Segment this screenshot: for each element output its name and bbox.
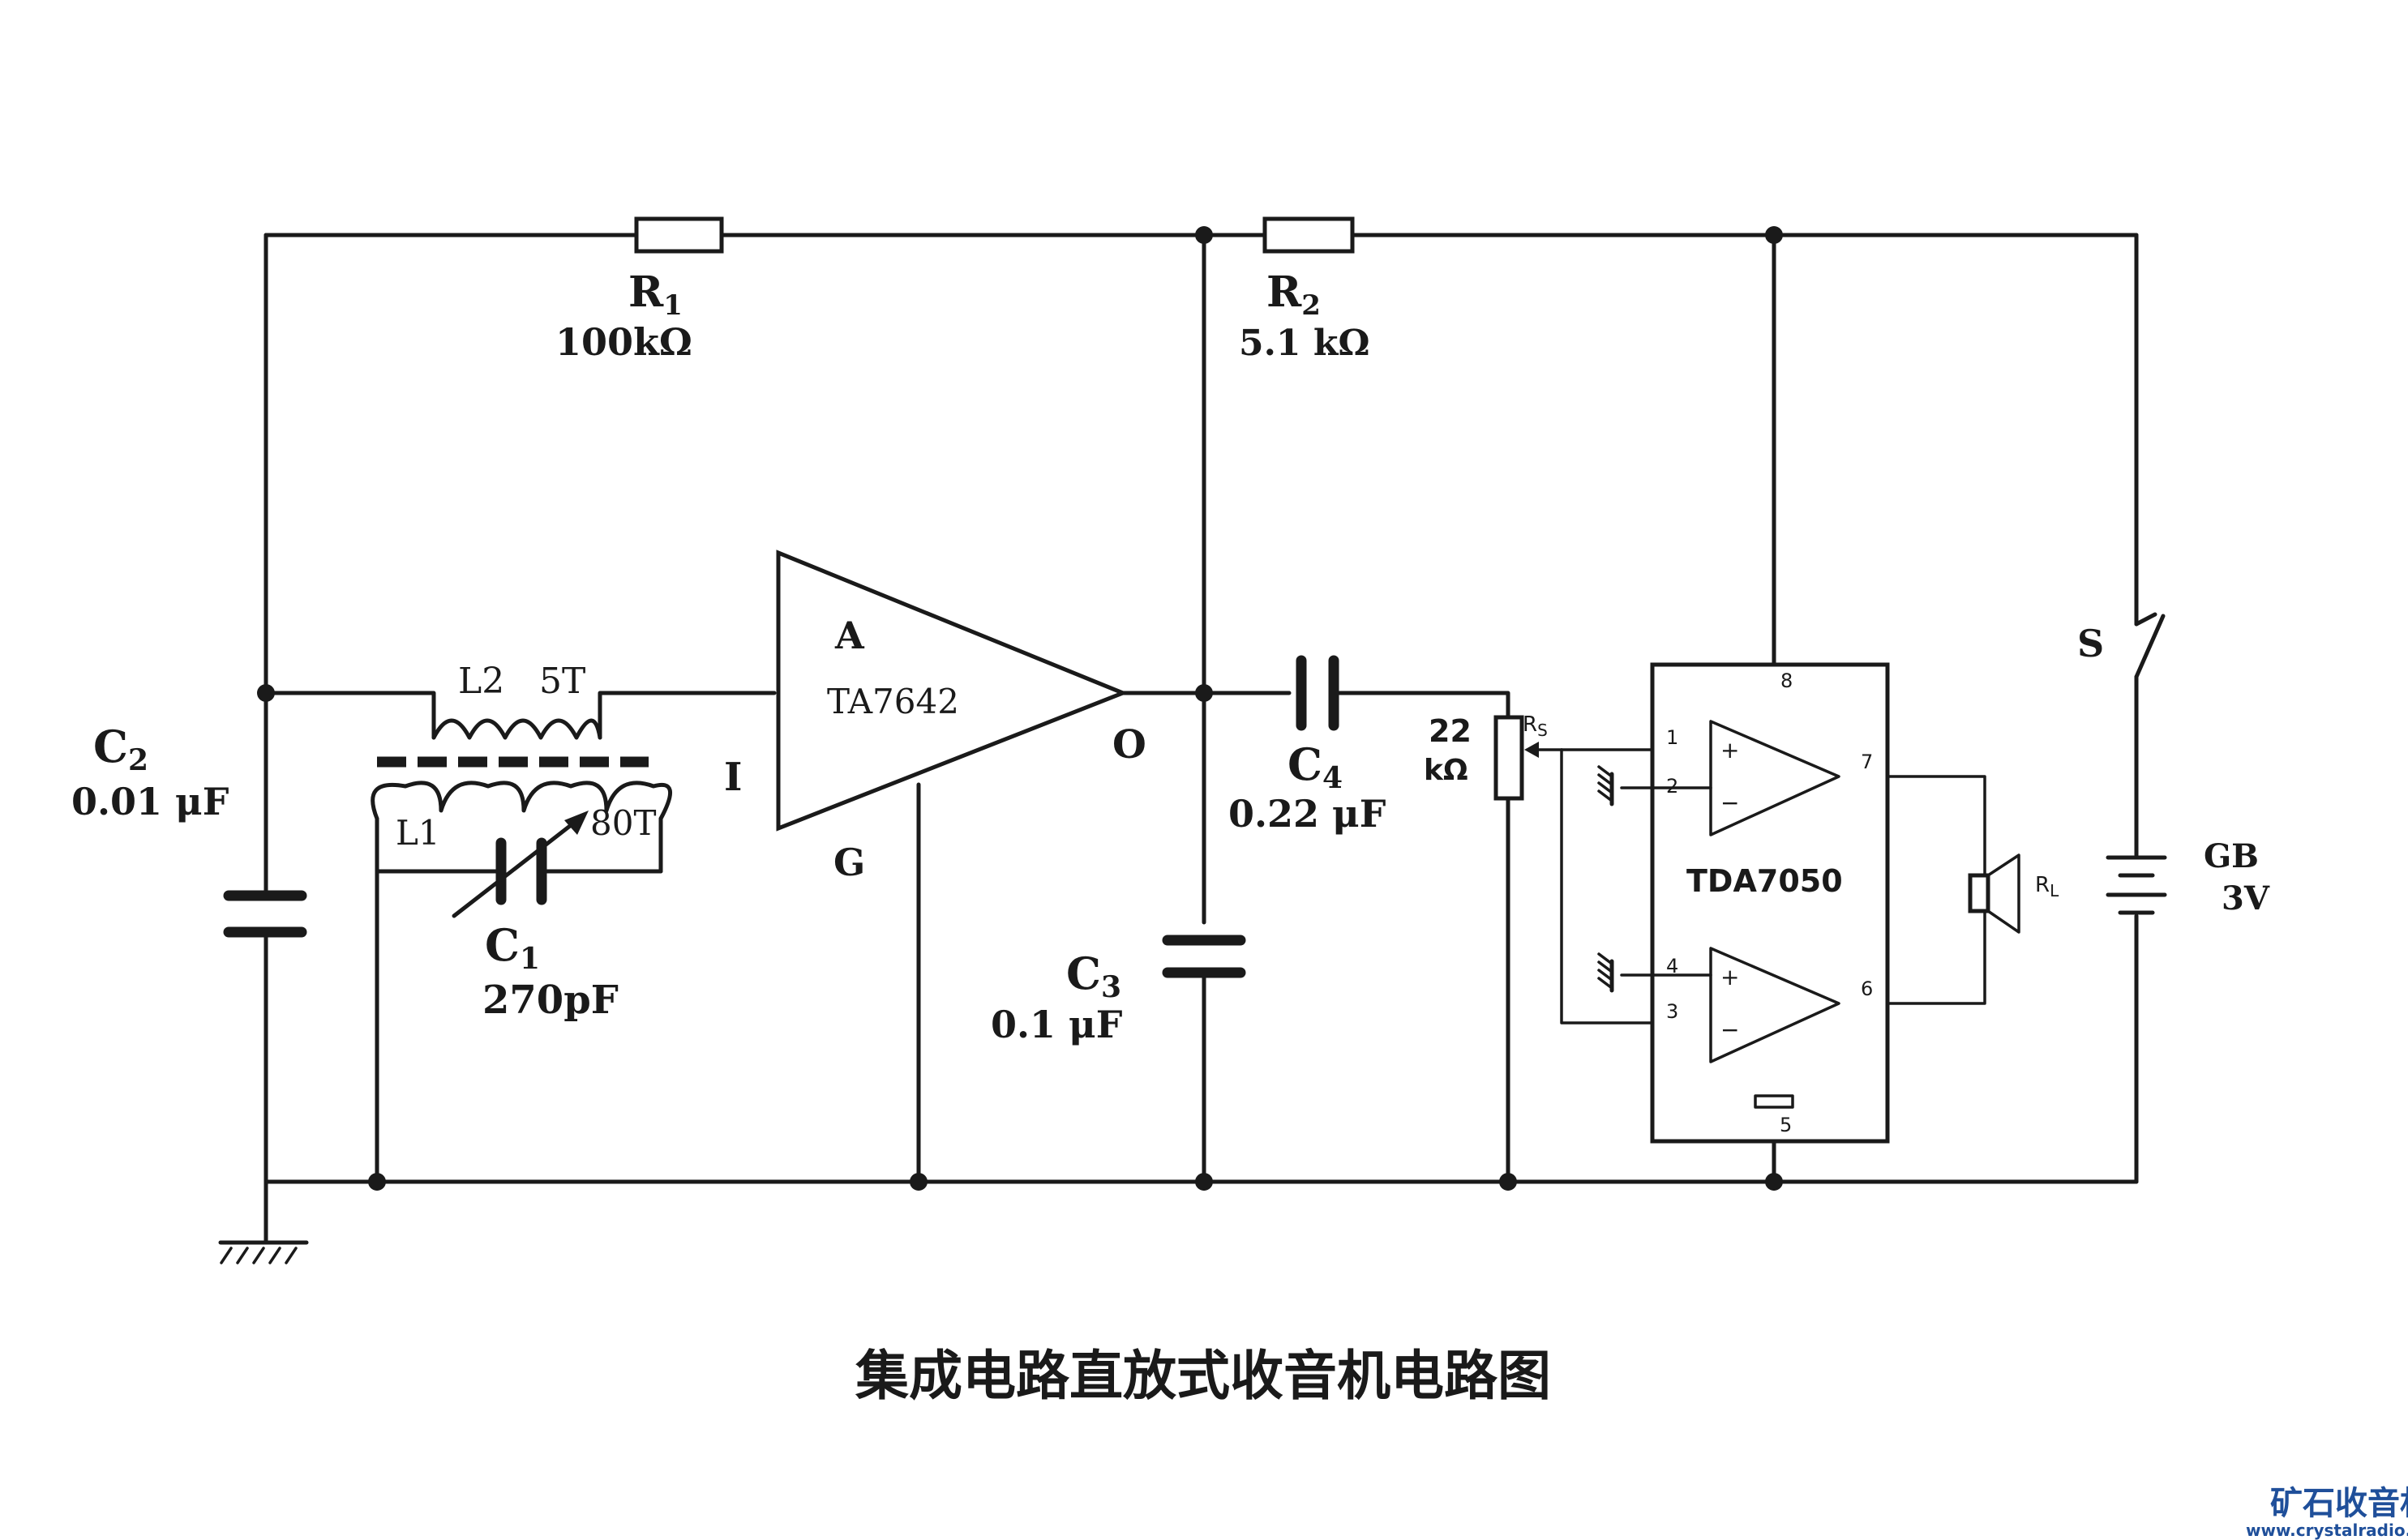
junction-dot (257, 684, 275, 702)
ground-icon (1597, 765, 1613, 802)
ground-symbol-main (218, 1240, 309, 1264)
capacitor-c3: C3 0.1 μF (991, 935, 1246, 1046)
junction-dot (1765, 1173, 1783, 1191)
ic-tda7050: TDA7050 + − + − 1 2 3 4 5 6 7 8 (1620, 662, 1890, 1144)
watermark-cn: 矿石收音机 (2270, 1485, 2408, 1522)
ground-icon (220, 1247, 298, 1264)
r2-value-label: 5.1 kΩ (1239, 323, 1370, 364)
opamp-plus-sign: + (1720, 964, 1739, 990)
pin-number-6: 6 (1861, 977, 1873, 1000)
ta7642-output-label: O (1112, 722, 1146, 768)
ta7642-amp-label: A (834, 614, 865, 657)
junction-dot (910, 1173, 928, 1191)
potentiometer-rs-body (1493, 715, 1524, 801)
resistor-r2-body (1262, 216, 1355, 254)
c4-ref-label: C4 (1288, 738, 1343, 795)
battery-ref-label: GB (2204, 837, 2259, 875)
l1-ref-label: L1 (396, 813, 440, 853)
inductor-l2: L2 5T (431, 661, 602, 740)
rs-value-num: 22 (1429, 713, 1472, 749)
ta7642-name-label: TA7642 (827, 682, 959, 721)
tda7050-opamp-lower (1709, 947, 1840, 1063)
capacitor-c4: C4 0.22 μF (1228, 655, 1386, 836)
pin-number-7: 7 (1861, 751, 1873, 773)
rs-value-unit: kΩ (1424, 754, 1468, 787)
opamp-minus-sign: − (1720, 789, 1739, 816)
junction-dot (1499, 1173, 1517, 1191)
pin-number-1: 1 (1666, 726, 1678, 749)
junction-dot (1195, 1173, 1213, 1191)
variable-arrow-icon (452, 818, 580, 918)
c1-value-label: 270pF (482, 977, 619, 1023)
l2-ref-label: L2 (458, 661, 504, 702)
ta7642-ground-label: G (833, 841, 865, 884)
ta7642-triangle (776, 550, 1129, 832)
watermark: 矿石收音机 www.crystalradio.cn (2246, 1485, 2408, 1540)
pin5-tab (1754, 1094, 1794, 1109)
diagram-caption: 集成电路直放式收音机电路图 (855, 1345, 1551, 1407)
c4-to-rs-wire (1337, 691, 1510, 720)
pin-number-3: 3 (1666, 1000, 1678, 1023)
switch-s: S (2077, 612, 2166, 679)
switch-lever (2134, 614, 2166, 679)
opamp-plus-sign: + (1720, 737, 1739, 764)
pin-number-2: 2 (1666, 775, 1678, 798)
r1-value-label: 100kΩ (555, 320, 692, 364)
r2-ref-label: R2 (1266, 267, 1321, 322)
potentiometer-rs: RS 22 kΩ (1424, 712, 1563, 801)
junction-dot (1195, 684, 1213, 702)
resistor-r2: R2 5.1 kΩ (1239, 216, 1370, 364)
ground-symbol-pin2 (1597, 765, 1614, 806)
inductor-l1-coil (371, 781, 673, 821)
junction-dot (1195, 226, 1213, 244)
ground-icon (1597, 952, 1613, 990)
junctions (257, 226, 1783, 1191)
l2-out-wire (598, 691, 777, 740)
wiper-arrowhead-icon (1524, 742, 1539, 758)
c2-ref-label: C2 (93, 721, 148, 777)
watermark-url: www.crystalradio.cn (2246, 1521, 2408, 1540)
c4-value-label: 0.22 μF (1228, 792, 1386, 836)
junction-dot (368, 1173, 386, 1191)
l2-turns-label: 5T (539, 661, 585, 702)
l1-turns-label: 80T (590, 803, 656, 843)
ground-symbol-pin4 (1597, 952, 1614, 993)
ic-ta7642: A TA7642 I G O (724, 550, 1146, 884)
c3-ref-label: C3 (1066, 948, 1121, 1004)
switch-ref-label: S (2077, 622, 2104, 665)
rl-ref-label: RL (2035, 873, 2059, 900)
switch-contact (2134, 612, 2157, 627)
r1-ref-label: R1 (628, 267, 683, 322)
resistor-r1-body (634, 216, 724, 254)
c1-ref-label: C1 (485, 919, 540, 976)
pin-number-4: 4 (1666, 955, 1678, 977)
tda7050-name-label: TDA7050 (1686, 863, 1843, 899)
c3-value-label: 0.1 μF (991, 1003, 1123, 1046)
battery-gb: GB 3V (2106, 837, 2270, 918)
rs-ref-label: RS (1523, 712, 1548, 740)
c2-value-label: 0.01 μF (71, 780, 229, 823)
pin-number-5: 5 (1780, 1114, 1792, 1136)
speaker-icon (1986, 853, 2020, 934)
inductor-l2-coil (431, 718, 602, 740)
capacitor-c2: C2 0.01 μF (71, 721, 307, 938)
tda7050-opamp-upper (1709, 720, 1840, 836)
inductor-l1: L1 80T (371, 781, 673, 853)
battery-value-label: 3V (2222, 879, 2270, 918)
resistor-r1: R1 100kΩ (555, 216, 724, 364)
variable-capacitor-c1: C1 270pF (452, 811, 619, 1023)
variable-arrowhead-icon (564, 811, 589, 835)
speaker-magnet (1968, 873, 1990, 913)
junction-dot (1765, 226, 1783, 244)
speaker-rl: RL (1968, 853, 2059, 934)
l2-feed-wire (264, 691, 436, 740)
tda7050-package (1650, 662, 1890, 1144)
opamp-minus-sign: − (1720, 1016, 1739, 1043)
pin-number-8: 8 (1780, 669, 1793, 692)
ta7642-input-label: I (724, 755, 742, 800)
